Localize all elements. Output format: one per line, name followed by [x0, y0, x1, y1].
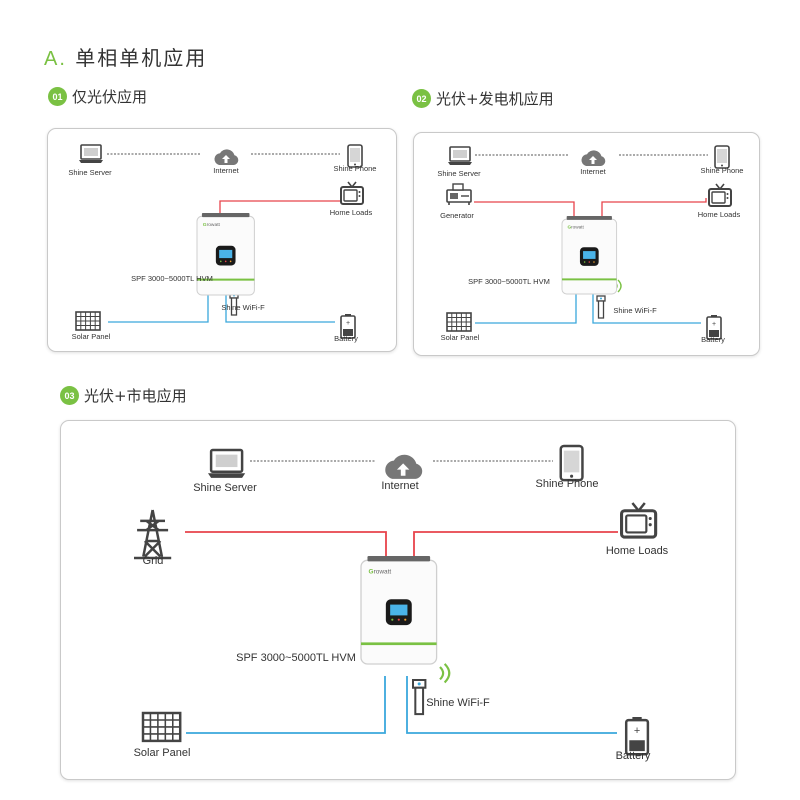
diagram-03-loads-label: Home Loads: [606, 545, 669, 557]
section-letter: A.: [44, 48, 67, 70]
diagram-03-battery-label: Battery: [616, 750, 651, 762]
diagram-03-server-icon: [208, 448, 246, 478]
diagram-02-title: 02 光伏+发电机应用: [412, 88, 554, 109]
diagram-01-title-text: 仅光伏应用: [72, 88, 148, 106]
diagram-02-solar-label: Solar Panel: [441, 333, 480, 342]
diagram-02-server-label: Shine Server: [437, 169, 481, 178]
diagram-03-internet-label: Internet: [381, 480, 418, 492]
diagram-03-cloud-icon: [385, 454, 423, 479]
diagram-01-model-label: SPF 3000~5000TL HVM: [131, 274, 213, 283]
diagram-03-badge: 03: [60, 386, 79, 405]
diagram-01-badge: 01: [48, 87, 67, 106]
diagram-02-wifi-stick-icon: [596, 295, 606, 319]
diagram-02-source-label: Generator: [440, 211, 474, 220]
diagram-01-phone-label: Shine Phone: [334, 164, 377, 173]
diagram-02-cloud-icon: [581, 150, 606, 166]
diagram-03-source-label: Grid: [143, 555, 164, 567]
diagram-03-ac-line-0: [185, 531, 387, 558]
diagram-02-tv-icon: [708, 183, 732, 207]
diagram-01-loads-label: Home Loads: [330, 208, 373, 217]
diagram-01-dc-line-1: [225, 295, 335, 323]
diagram-03-title: 03 光伏+市电应用: [60, 385, 187, 406]
diagram-03-phone-label: Shine Phone: [536, 478, 599, 490]
diagram-03-wifi-stick-icon: [411, 678, 427, 716]
diagram-03-server-label: Shine Server: [193, 482, 257, 494]
diagram-02-ac-line-0: [474, 201, 575, 216]
diagram-03-inverter-brand: Growatt: [369, 568, 392, 575]
diagram-02-generator-icon: [446, 183, 472, 205]
diagram-01-battery-icon: +: [340, 314, 356, 339]
diagram-03-grid-pylon-icon: [134, 509, 172, 560]
svg-text:+: +: [634, 725, 640, 737]
diagram-02-dc-line-0: [475, 294, 577, 324]
diagram-01-internet-label: Internet: [213, 166, 239, 175]
diagram-03-phone-icon: [559, 444, 584, 482]
diagram-02-badge: 02: [412, 89, 431, 108]
diagram-01-server-icon: [79, 144, 103, 163]
diagram-01-cloud-icon: [214, 149, 239, 165]
diagram-03-wifi-signal-icon: [439, 663, 451, 684]
diagram-02-inverter-brand: Growatt: [567, 224, 584, 229]
section-title-text: 单相单机应用: [75, 46, 208, 70]
diagram-01-battery-label: Battery: [334, 334, 358, 343]
diagram-03-solar-label: Solar Panel: [134, 747, 191, 759]
diagram-03-battery-icon: +: [624, 717, 650, 756]
diagram-03-dc-line-0: [186, 676, 386, 734]
diagram-02-ac-line-1: [601, 198, 707, 216]
diagram-02-internet-label: Internet: [580, 167, 606, 176]
svg-text:+: +: [712, 321, 716, 328]
diagram-01-solar-panel-icon: [75, 311, 101, 331]
diagram-01-tv-icon: [340, 181, 364, 205]
diagram-02-inverter: Growatt: [561, 216, 618, 295]
diagram-01-wifi-label: Shine WiFi-F: [221, 303, 265, 312]
diagram-01-server-label: Shine Server: [68, 168, 112, 177]
diagram-01-title: 01 仅光伏应用: [48, 86, 147, 107]
diagram-03-solar-panel-icon: [141, 711, 182, 743]
diagram-02-solar-panel-icon: [446, 312, 472, 332]
diagram-03-model-label: SPF 3000~5000TL HVM: [236, 652, 356, 664]
diagram-02-title-text: 光伏+发电机应用: [436, 90, 554, 108]
diagram-02-battery-icon: +: [706, 315, 722, 340]
diagram-01-phone-icon: [347, 144, 363, 168]
svg-text:+: +: [346, 320, 350, 327]
diagram-03-tv-icon: [620, 502, 658, 539]
diagram-01-inverter: Growatt: [196, 213, 255, 296]
diagram-02-loads-label: Home Loads: [698, 210, 741, 219]
diagram-02-phone-label: Shine Phone: [701, 166, 744, 175]
diagram-02-battery-label: Battery: [701, 335, 725, 344]
diagram-02-model-label: SPF 3000~5000TL HVM: [468, 277, 550, 286]
diagram-01-inverter-brand: Growatt: [203, 222, 221, 228]
diagram-01-dc-line-0: [108, 295, 209, 323]
diagram-03-ac-line-1: [413, 531, 618, 558]
diagram-02-server-icon: [448, 146, 472, 165]
diagram-01-solar-label: Solar Panel: [72, 332, 111, 341]
diagram-03-inverter: Growatt: [360, 556, 438, 665]
diagram-03-dc-line-1: [406, 676, 617, 734]
diagram-02-wifi-label: Shine WiFi-F: [613, 306, 657, 315]
diagram-03-title-text: 光伏+市电应用: [84, 387, 187, 405]
diagram-03-wifi-label: Shine WiFi-F: [426, 697, 490, 709]
section-title: A. 单相单机应用: [44, 42, 207, 71]
diagram-02-phone-icon: [714, 145, 730, 169]
diagram-02-dc-line-1: [592, 294, 701, 324]
